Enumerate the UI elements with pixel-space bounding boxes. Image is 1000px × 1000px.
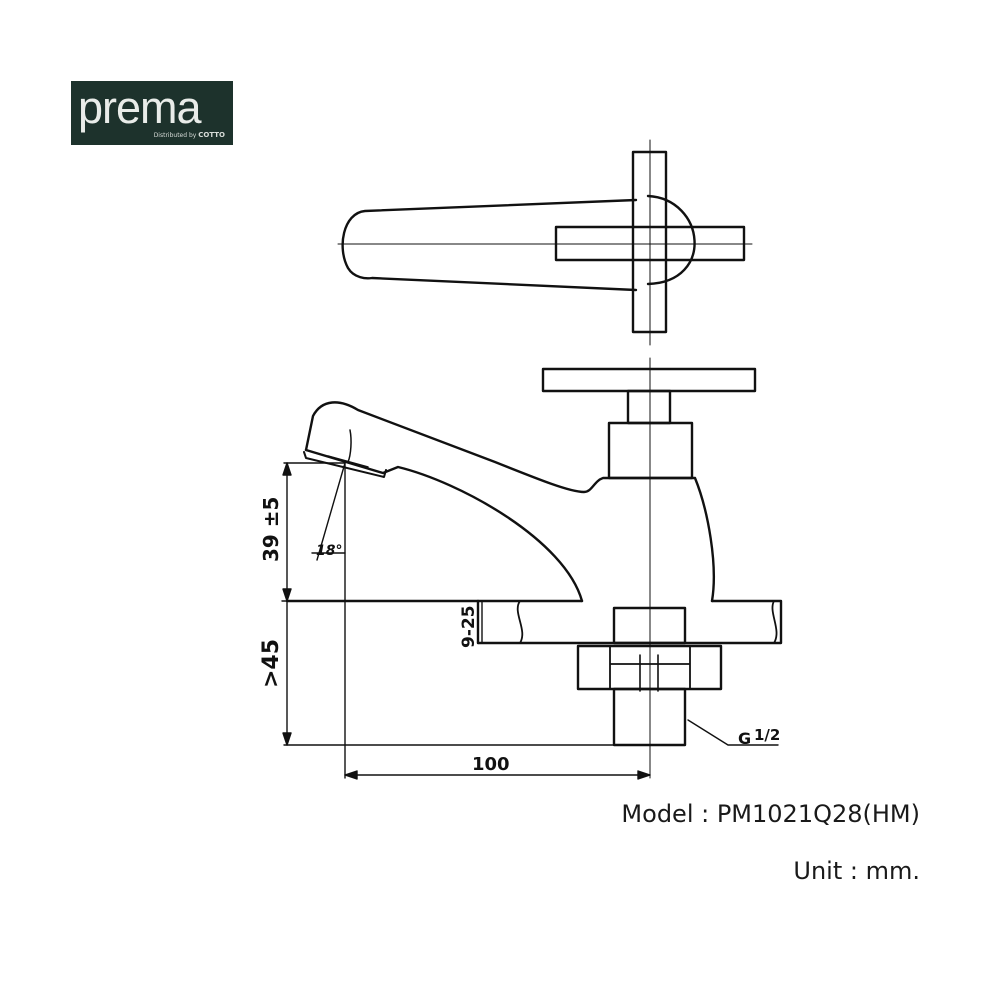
handle-stem [626, 389, 672, 425]
dim-thread-letter: G [738, 729, 751, 748]
dim-shank-length-label: >45 [259, 639, 284, 688]
dim-thread-size: 1/2 [754, 726, 780, 744]
logo-distributed-by: Distributed by COTTO [153, 131, 225, 139]
model-value: PM1021Q28(HM) [716, 800, 920, 828]
spout-body-outline [304, 401, 715, 603]
dim-angle-line [316, 462, 346, 561]
deck-break-left [516, 600, 524, 644]
dim-reach-label: 100 [472, 754, 510, 775]
logo-brand-text: prema [78, 82, 202, 133]
top-view [337, 139, 753, 346]
dim-arrow-height-mid [282, 588, 292, 602]
dim-arrow-height-top [282, 462, 292, 476]
dim-thread-leader [687, 719, 779, 746]
model-label: Model [621, 800, 694, 828]
dim-angle-label: 18° [316, 543, 342, 559]
dim-counter-thickness-label: 9-25 [459, 605, 479, 648]
dim-arrow-reach-left [344, 770, 358, 780]
shank-slot [639, 654, 659, 692]
dim-arrow-height-bottom [282, 732, 292, 746]
cross-handle-bar [541, 367, 757, 393]
unit-line: Unit : mm. [793, 857, 920, 885]
model-line: Model : PM1021Q28(HM) [621, 800, 920, 828]
counter-deck [285, 599, 783, 645]
top-view-escutcheon [646, 194, 696, 286]
dim-spout-height-label: 39 ±5 [259, 497, 283, 562]
deck-break-right [771, 600, 778, 644]
side-view-body [303, 401, 715, 603]
dimension-lines [281, 462, 779, 780]
side-view-handle [541, 367, 757, 480]
prema-logo: prema Distributed by COTTO [71, 81, 233, 145]
spout-underside [304, 448, 584, 603]
dim-arrow-reach-right [637, 770, 651, 780]
top-view-spout [341, 198, 638, 292]
aerator-rib [327, 429, 369, 468]
unit-label: Unit [793, 857, 843, 885]
top-view-centerline [337, 139, 753, 346]
unit-value: mm. [865, 857, 920, 885]
